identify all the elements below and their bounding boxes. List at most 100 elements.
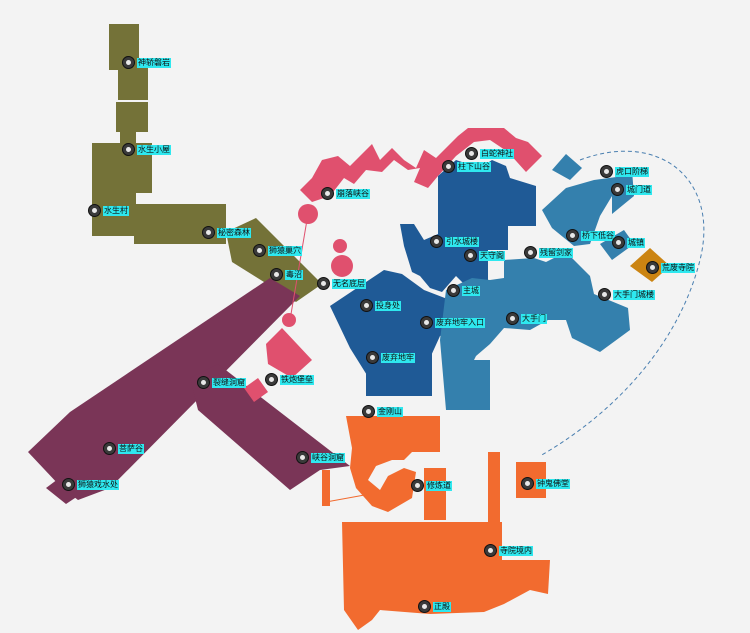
- location-label[interactable]: 铁炮堡垒: [265, 373, 314, 386]
- location-label[interactable]: 废弃地牢: [366, 351, 415, 364]
- location-marker-icon: [600, 165, 613, 178]
- region-steel: [440, 154, 634, 410]
- region-pink: [244, 128, 542, 402]
- location-label[interactable]: 虎口阶梯: [600, 165, 649, 178]
- location-name: 修炼道: [426, 480, 452, 491]
- region-maroon: [28, 278, 350, 504]
- location-label[interactable]: 狮猿巢穴: [253, 244, 302, 257]
- location-marker-icon: [521, 477, 534, 490]
- location-name: 水生村: [103, 205, 129, 216]
- location-label[interactable]: 白蛇神社: [465, 147, 514, 160]
- location-marker-icon: [62, 478, 75, 491]
- location-label[interactable]: 主城: [447, 284, 480, 297]
- location-name: 城门道: [626, 184, 652, 195]
- location-name: 毒沼: [285, 269, 303, 280]
- location-label[interactable]: 水生小屋: [122, 143, 171, 156]
- location-marker-icon: [598, 288, 611, 301]
- location-name: 神轿磐岩: [137, 57, 171, 68]
- location-label[interactable]: 残留剑家: [524, 246, 573, 259]
- location-marker-icon: [566, 229, 579, 242]
- location-label[interactable]: 秘密森林: [202, 226, 251, 239]
- location-label[interactable]: 钟鬼佛堂: [521, 477, 570, 490]
- location-label[interactable]: 天守阁: [464, 249, 505, 262]
- location-marker-icon: [646, 261, 659, 274]
- location-label[interactable]: 菩萨谷: [103, 442, 144, 455]
- location-marker-icon: [484, 544, 497, 557]
- location-label[interactable]: 寺院境内: [484, 544, 533, 557]
- location-name: 主城: [462, 285, 480, 296]
- location-name: 寺院境内: [499, 545, 533, 556]
- location-name: 残留剑家: [539, 247, 573, 258]
- location-label[interactable]: 荒废寺院: [646, 261, 695, 274]
- location-name: 荒废寺院: [661, 262, 695, 273]
- location-name: 投身处: [375, 300, 401, 311]
- location-marker-icon: [430, 235, 443, 248]
- location-marker-icon: [122, 56, 135, 69]
- location-name: 天守阁: [479, 250, 505, 261]
- location-marker-icon: [366, 351, 379, 364]
- location-name: 菩萨谷: [118, 443, 144, 454]
- location-name: 引水城楼: [445, 236, 479, 247]
- location-label[interactable]: 裂缝洞窟: [197, 376, 246, 389]
- location-marker-icon: [122, 143, 135, 156]
- location-name: 金刚山: [377, 406, 403, 417]
- location-marker-icon: [447, 284, 460, 297]
- location-name: 峡谷洞窟: [311, 452, 345, 463]
- location-label[interactable]: 大手门城楼: [598, 288, 655, 301]
- location-marker-icon: [465, 147, 478, 160]
- location-label[interactable]: 狮猿戏水处: [62, 478, 119, 491]
- location-marker-icon: [362, 405, 375, 418]
- location-marker-icon: [296, 451, 309, 464]
- location-label[interactable]: 神轿磐岩: [122, 56, 171, 69]
- location-label[interactable]: 正殿: [418, 600, 451, 613]
- location-name: 大手门城楼: [613, 289, 655, 300]
- location-marker-icon: [270, 268, 283, 281]
- location-name: 虎口阶梯: [615, 166, 649, 177]
- location-marker-icon: [420, 316, 433, 329]
- location-name: 城镇: [627, 237, 645, 248]
- location-name: 裂缝洞窟: [212, 377, 246, 388]
- location-label[interactable]: 城镇: [612, 236, 645, 249]
- location-label[interactable]: 金刚山: [362, 405, 403, 418]
- location-name: 废弃地牢: [381, 352, 415, 363]
- location-label[interactable]: 崩落峡谷: [321, 187, 370, 200]
- location-label[interactable]: 毒沼: [270, 268, 303, 281]
- location-marker-icon: [524, 246, 537, 259]
- location-name: 无名底层: [332, 278, 366, 289]
- location-name: 柱下山谷: [457, 161, 491, 172]
- location-name: 崩落峡谷: [336, 188, 370, 199]
- location-marker-icon: [418, 600, 431, 613]
- location-label[interactable]: 大手门: [506, 312, 547, 325]
- location-label[interactable]: 无名底层: [317, 277, 366, 290]
- location-marker-icon: [321, 187, 334, 200]
- location-label[interactable]: 投身处: [360, 299, 401, 312]
- location-marker-icon: [317, 277, 330, 290]
- location-marker-icon: [612, 236, 625, 249]
- location-label[interactable]: 水生村: [88, 204, 129, 217]
- location-name: 狮猿巢穴: [268, 245, 302, 256]
- location-marker-icon: [103, 442, 116, 455]
- location-marker-icon: [88, 204, 101, 217]
- location-marker-icon: [411, 479, 424, 492]
- location-label[interactable]: 引水城楼: [430, 235, 479, 248]
- location-marker-icon: [611, 183, 624, 196]
- location-label[interactable]: 修炼道: [411, 479, 452, 492]
- location-name: 铁炮堡垒: [280, 374, 314, 385]
- region-orange: [322, 416, 550, 630]
- location-name: 桥下低谷: [581, 230, 615, 241]
- location-marker-icon: [253, 244, 266, 257]
- location-name: 狮猿戏水处: [77, 479, 119, 490]
- location-label[interactable]: 城门道: [611, 183, 652, 196]
- location-marker-icon: [506, 312, 519, 325]
- location-name: 白蛇神社: [480, 148, 514, 159]
- location-label[interactable]: 峡谷洞窟: [296, 451, 345, 464]
- location-label[interactable]: 柱下山谷: [442, 160, 491, 173]
- location-name: 秘密森林: [217, 227, 251, 238]
- location-label[interactable]: 桥下低谷: [566, 229, 615, 242]
- location-marker-icon: [197, 376, 210, 389]
- location-label[interactable]: 废弃地牢入口: [420, 316, 485, 329]
- location-name: 水生小屋: [137, 144, 171, 155]
- location-marker-icon: [442, 160, 455, 173]
- location-name: 大手门: [521, 313, 547, 324]
